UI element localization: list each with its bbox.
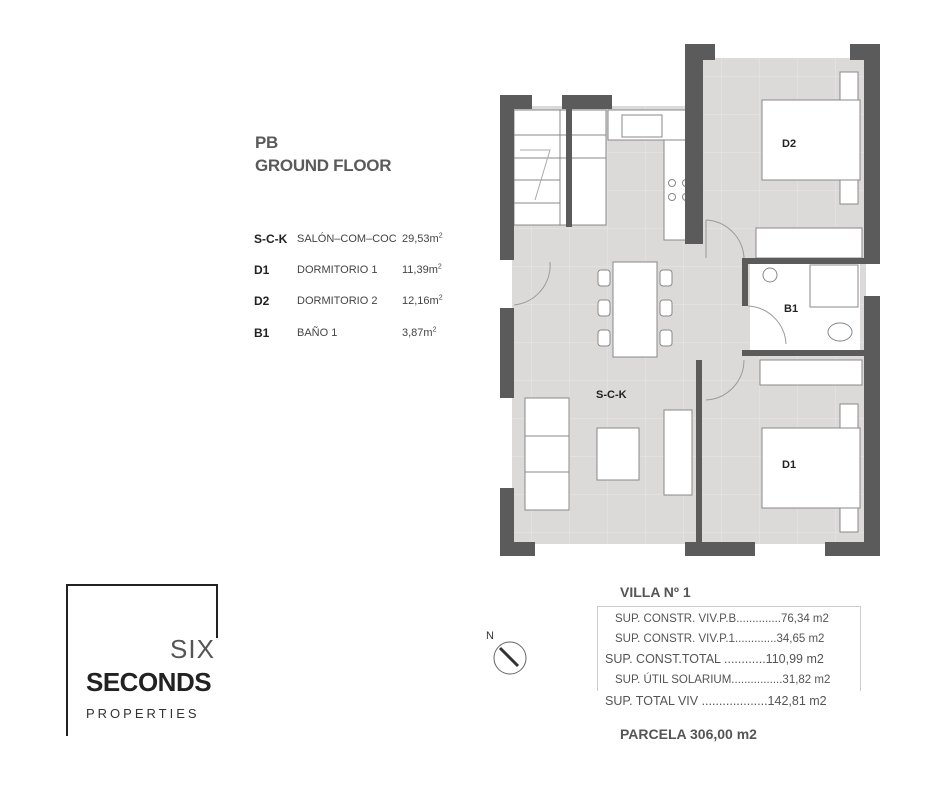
- surface-row: SUP. CONST.TOTAL ............110,99 m2: [605, 652, 824, 666]
- room-label-d1: D1: [782, 459, 796, 471]
- legend-name: DORMITORIO 1: [297, 264, 378, 276]
- room-label-b1: B1: [784, 303, 798, 315]
- dining-table: [597, 261, 673, 358]
- area-value: 29,53m: [402, 233, 439, 245]
- bathroom-fixtures: [762, 264, 859, 342]
- area-sup: 2: [432, 326, 437, 334]
- area-value: 3,87m: [402, 327, 433, 339]
- room-label-sck: S-C-K: [596, 389, 627, 401]
- legend-code: D2: [254, 294, 270, 308]
- compass-label: N: [486, 630, 494, 642]
- surface-row: SUP. TOTAL VIV ...................142,81…: [605, 694, 827, 708]
- staircase: [513, 109, 607, 226]
- coffee-table: [596, 427, 640, 481]
- floor-title: GROUND FLOOR: [255, 156, 392, 175]
- legend-code: B1: [254, 326, 270, 340]
- north-compass: N: [486, 630, 536, 685]
- logo-seconds: SECONDS: [86, 667, 212, 697]
- area-value: 12,16m: [402, 295, 439, 307]
- legend-area: 29,53m2: [402, 232, 443, 246]
- surface-row: SUP. ÚTIL SOLARIUM................31,82 …: [615, 674, 831, 686]
- surface-table: [597, 606, 861, 691]
- area-sup: 2: [437, 263, 442, 271]
- logo-six: SIX: [170, 634, 215, 664]
- sofa: [524, 397, 570, 511]
- floor-code: PB: [255, 133, 279, 152]
- logo-properties: PROPERTIES: [86, 706, 200, 721]
- tv-unit: [663, 409, 693, 496]
- area-sup: 2: [438, 232, 443, 240]
- villa-title: VILLA Nº 1: [620, 584, 691, 600]
- walls: [500, 44, 880, 556]
- legend-code: D1: [254, 263, 270, 277]
- legend-code: S-C-K: [254, 232, 288, 246]
- surface-row: SUP. CONSTR. VIV.P.1.............34,65 m…: [615, 633, 825, 645]
- legend-area: 3,87m2: [402, 326, 436, 340]
- legend-name: DORMITORIO 2: [297, 295, 378, 307]
- legend-area: 12,16m2: [402, 294, 443, 308]
- area-sup: 2: [438, 294, 443, 302]
- bed-d1: [759, 359, 863, 533]
- bed-d2: [755, 71, 863, 259]
- compass-icon: [493, 641, 527, 675]
- legend-name: BAÑO 1: [297, 327, 338, 339]
- legend-name: SALÓN–COM–COC: [297, 233, 397, 245]
- door-swings: [513, 219, 787, 401]
- surface-row: SUP. CONSTR. VIV.P.B..............76,34 …: [615, 613, 829, 625]
- parcela-area: PARCELA 306,00 m2: [620, 726, 757, 742]
- room-label-d2: D2: [782, 138, 796, 150]
- logo-frame: [66, 584, 218, 736]
- legend-area: 11,39m2: [402, 263, 442, 277]
- area-value: 11,39m: [402, 264, 438, 276]
